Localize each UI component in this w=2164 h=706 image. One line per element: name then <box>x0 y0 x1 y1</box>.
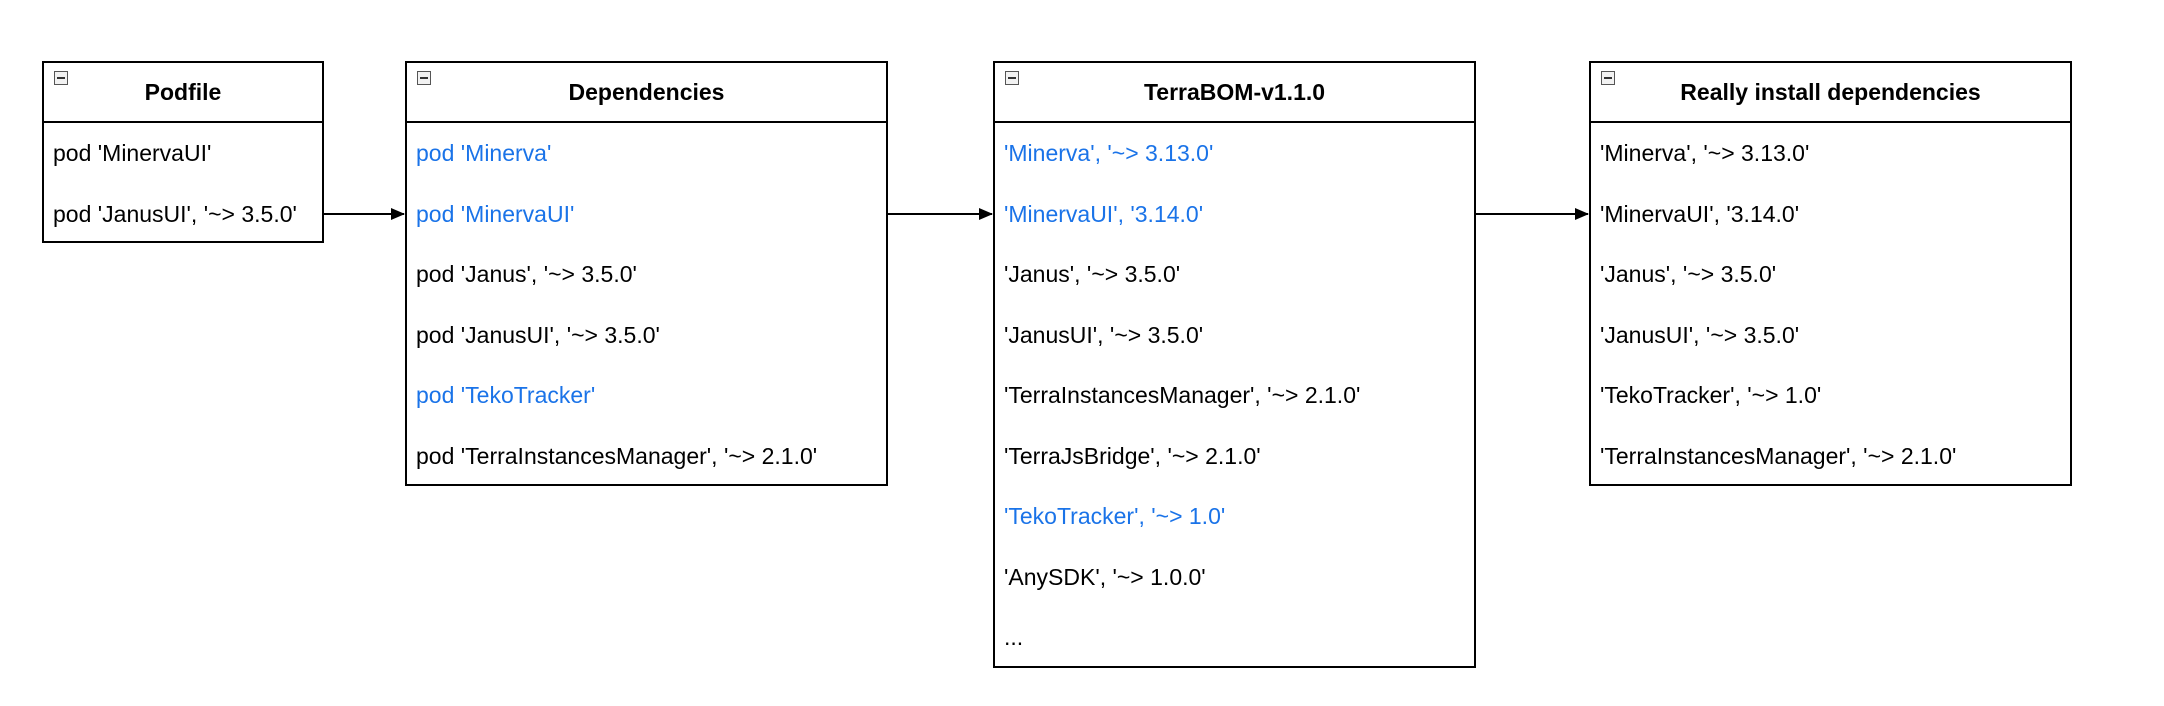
collapse-icon[interactable] <box>54 71 68 85</box>
list-item: 'TerraInstancesManager', '~> 2.1.0' <box>1004 382 1361 408</box>
list-item: pod 'TekoTracker' <box>416 382 596 408</box>
podfile-title: Podfile <box>144 79 222 105</box>
dependencies-list: pod 'Minerva' pod 'MinervaUI' pod 'Janus… <box>407 123 886 495</box>
dependencies-header: Dependencies <box>407 63 886 123</box>
list-item: 'MinervaUI', '3.14.0' <box>1600 200 1800 227</box>
list-item: pod 'Minerva' <box>416 140 552 166</box>
list-item: 'Janus', '~> 3.5.0' <box>1600 261 1777 287</box>
list-item: 'Janus', '~> 3.5.0' <box>1004 261 1181 287</box>
dependencies-title: Dependencies <box>568 79 725 105</box>
list-item: pod 'MinervaUI' <box>53 140 212 166</box>
list-item: 'TekoTracker', '~> 1.0' <box>1004 503 1226 529</box>
collapse-icon[interactable] <box>1601 71 1615 85</box>
terrabom-header: TerraBOM-v1.1.0 <box>995 63 1474 123</box>
really-install-box: Really install dependencies 'Minerva', '… <box>1589 61 2072 486</box>
really-install-header: Really install dependencies <box>1591 63 2070 123</box>
list-item: 'Minerva', '~> 3.13.0' <box>1600 140 1810 166</box>
list-item: pod 'MinervaUI' <box>416 200 575 227</box>
list-item: 'JanusUI', '~> 3.5.0' <box>1600 321 1800 348</box>
list-item: 'Minerva', '~> 3.13.0' <box>1004 140 1214 166</box>
really-install-title: Really install dependencies <box>1680 79 1981 105</box>
list-item: pod 'JanusUI', '~> 3.5.0' <box>53 200 297 227</box>
podfile-header: Podfile <box>44 63 322 123</box>
list-item: 'JanusUI', '~> 3.5.0' <box>1004 321 1204 348</box>
list-item: 'TerraJsBridge', '~> 2.1.0' <box>1004 442 1261 469</box>
list-item: ... <box>1004 624 1024 650</box>
list-item: pod 'JanusUI', '~> 3.5.0' <box>416 321 660 348</box>
list-item: 'MinervaUI', '3.14.0' <box>1004 200 1204 227</box>
really-install-list: 'Minerva', '~> 3.13.0' 'MinervaUI', '3.1… <box>1591 123 2070 495</box>
dependencies-box: Dependencies pod 'Minerva' pod 'MinervaU… <box>405 61 888 486</box>
collapse-icon[interactable] <box>1005 71 1019 85</box>
terrabom-box: TerraBOM-v1.1.0 'Minerva', '~> 3.13.0' '… <box>993 61 1476 668</box>
collapse-icon[interactable] <box>417 71 431 85</box>
terrabom-list: 'Minerva', '~> 3.13.0' 'MinervaUI', '3.1… <box>995 123 1474 677</box>
podfile-box: Podfile pod 'MinervaUI' pod 'JanusUI', '… <box>42 61 324 243</box>
list-item: pod 'TerraInstancesManager', '~> 2.1.0' <box>416 442 818 469</box>
list-item: 'AnySDK', '~> 1.0.0' <box>1004 563 1206 590</box>
podfile-list: pod 'MinervaUI' pod 'JanusUI', '~> 3.5.0… <box>44 123 322 253</box>
terrabom-title: TerraBOM-v1.1.0 <box>1143 79 1326 105</box>
list-item: 'TerraInstancesManager', '~> 2.1.0' <box>1600 442 1957 469</box>
list-item: 'TekoTracker', '~> 1.0' <box>1600 382 1822 408</box>
list-item: pod 'Janus', '~> 3.5.0' <box>416 261 637 287</box>
